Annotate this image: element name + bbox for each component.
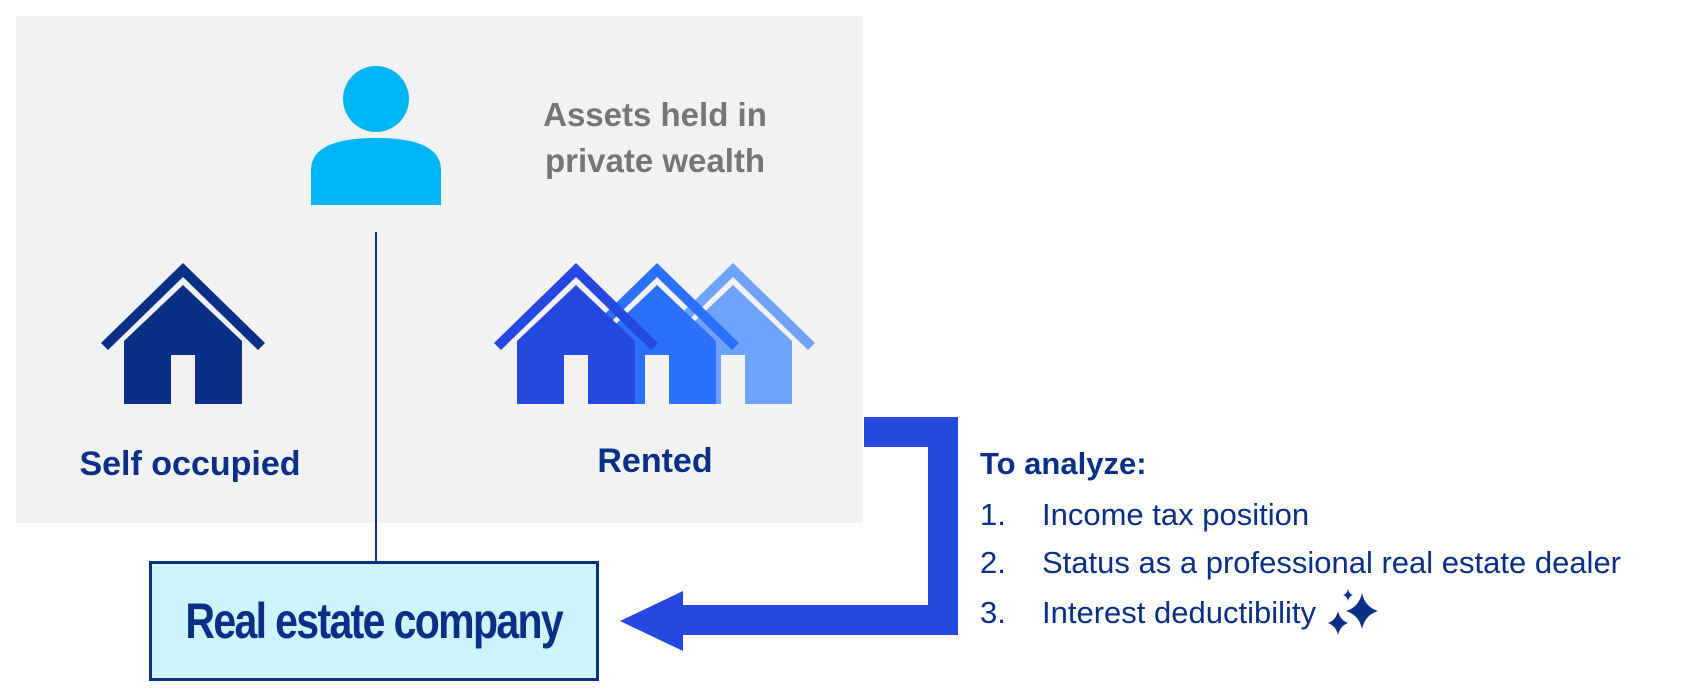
list-item-number: 1.: [980, 497, 1006, 532]
list-item: 3. Interest deductibility: [980, 587, 1695, 639]
person-icon: [311, 66, 441, 205]
house-front-icon: [494, 263, 658, 404]
list-item-number: 2.: [980, 545, 1006, 580]
self-occupied-label: Self occupied: [79, 445, 301, 483]
analyze-section: To analyze: 1. Income tax position 2. St…: [980, 443, 1695, 639]
list-item: 2. Status as a professional real estate …: [980, 539, 1695, 587]
list-item-text: Interest deductibility: [1042, 595, 1316, 630]
company-label: Real estate company: [185, 593, 564, 649]
private-wealth-panel: [16, 16, 863, 523]
list-item-number: 3.: [980, 595, 1006, 630]
arrow-icon: [620, 417, 958, 651]
analyze-list: 1. Income tax position 2. Status as a pr…: [980, 491, 1695, 639]
list-item: 1. Income tax position: [980, 491, 1695, 539]
list-item-text: Status as a professional real estate dea…: [1042, 545, 1622, 580]
real-estate-company-box: Real estate company: [149, 561, 599, 681]
analyze-title: To analyze:: [980, 446, 1147, 481]
sparkle-icon: [1327, 589, 1378, 635]
panel-title: Assets held in private wealth: [543, 96, 767, 179]
house-icon: [101, 263, 265, 404]
list-item-text: Income tax position: [1042, 497, 1310, 532]
houses-icon: [494, 263, 815, 404]
rented-label: Rented: [597, 442, 713, 480]
